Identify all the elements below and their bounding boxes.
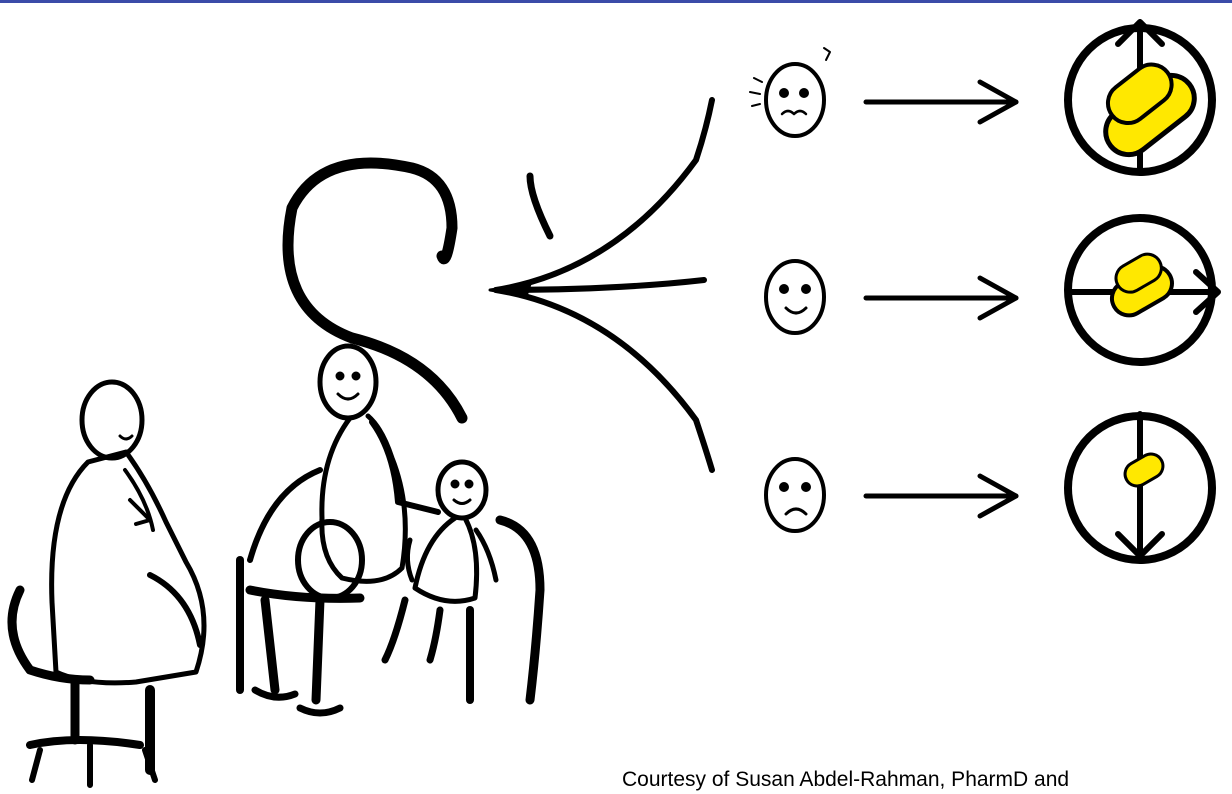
arrow-right-icon bbox=[863, 79, 1019, 125]
clinician-figure bbox=[7, 379, 207, 788]
outcome-row-increase bbox=[749, 19, 1216, 176]
outcome-row-decrease bbox=[764, 411, 1216, 564]
credit-caption: Courtesy of Susan Abdel-Rahman, PharmD a… bbox=[622, 768, 1070, 791]
child-figure bbox=[381, 459, 545, 705]
top-rule bbox=[0, 0, 1232, 3]
dose-increase-icon bbox=[1064, 19, 1216, 176]
speech-branch-arrow bbox=[282, 97, 715, 473]
arrow-right-icon bbox=[863, 473, 1019, 519]
arrow-right-icon bbox=[863, 275, 1019, 321]
dose-unchanged-icon bbox=[1064, 214, 1221, 366]
anxious-face-icon bbox=[749, 47, 831, 138]
parent-figure bbox=[236, 343, 441, 717]
outcome-row-unchanged bbox=[764, 214, 1221, 366]
sad-face-icon bbox=[764, 457, 826, 533]
happy-face-icon bbox=[764, 259, 826, 335]
dose-decrease-icon bbox=[1064, 411, 1216, 564]
